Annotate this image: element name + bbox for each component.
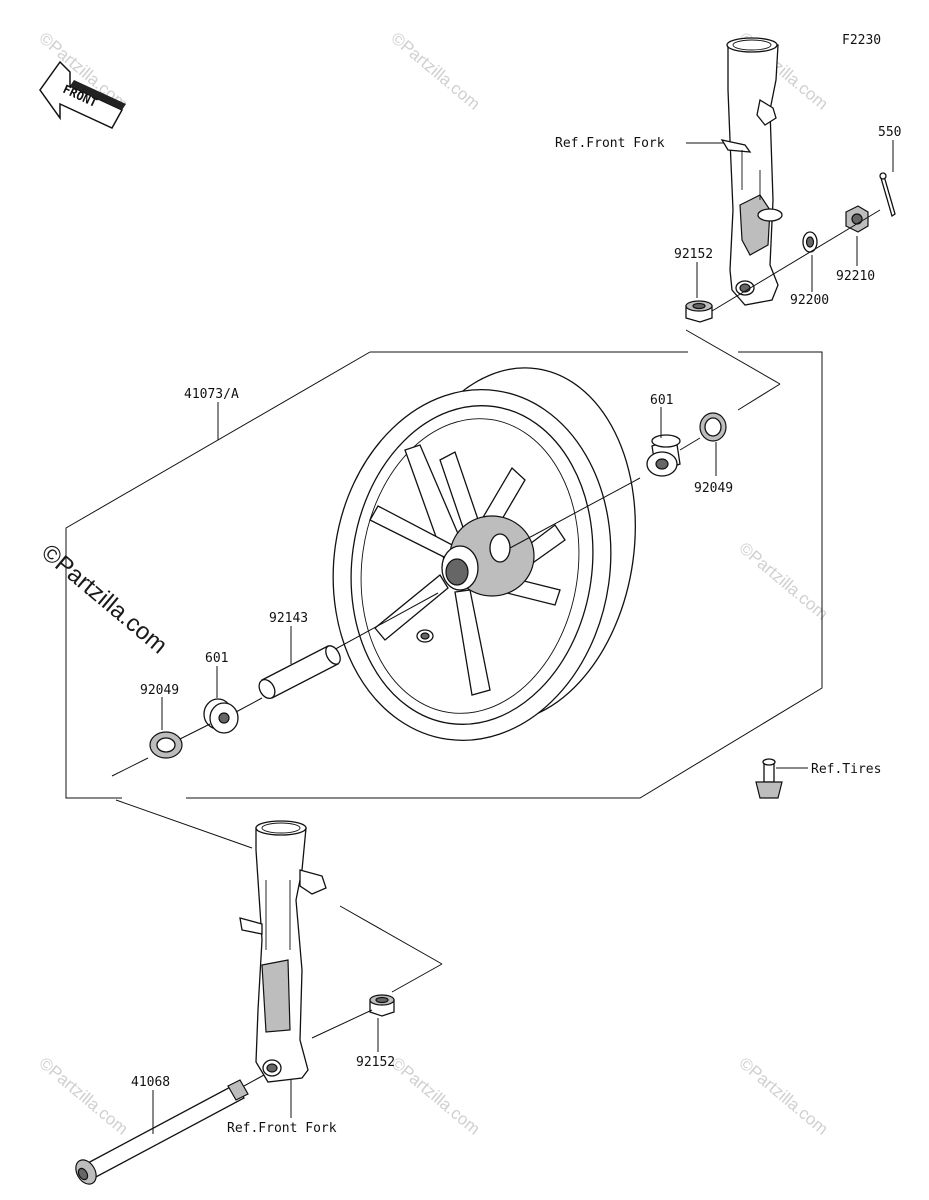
seal-92049-right: [699, 412, 727, 442]
label-92152-bottom: 92152: [356, 1055, 395, 1070]
watermark: ©Partzilla.com: [735, 1054, 831, 1139]
axle-line-right: [509, 477, 641, 549]
front-fork-right: [720, 37, 783, 306]
washer-92200: [802, 231, 818, 253]
watermark: ©Partzilla.com: [35, 1054, 131, 1139]
axle-line-seal: [679, 437, 701, 451]
leader-frame-left: [115, 799, 253, 849]
diagram-code: F2230: [842, 33, 881, 48]
leader-axle-frame: [685, 329, 781, 385]
label-92210: 92210: [836, 269, 875, 284]
label-41068: 41068: [131, 1075, 170, 1090]
watermark: ©Partzilla.com: [387, 1054, 483, 1139]
bearing-601-right: [646, 434, 681, 477]
axle-line-41068: [243, 1074, 265, 1087]
label-601-right: 601: [650, 393, 673, 408]
nut-92210: [845, 205, 869, 233]
label-ref-front-fork-top: Ref.Front Fork: [555, 136, 665, 151]
collar-92152-bottom: [369, 994, 395, 1017]
watermark: ©Partzilla.com: [387, 29, 483, 114]
leader-axle-frame2: [737, 383, 781, 411]
axle-line-left3: [111, 757, 149, 777]
label-92049-right: 92049: [694, 481, 733, 496]
label-550: 550: [878, 125, 901, 140]
label-ref-tires: Ref.Tires: [811, 762, 881, 777]
label-92143: 92143: [269, 611, 308, 626]
watermark: ©Partzilla.com: [735, 539, 831, 624]
axle-line-left: [179, 723, 211, 740]
leader-frame-bottom1: [339, 905, 443, 965]
axle-line-top: [711, 209, 881, 312]
seal-92049-left: [149, 731, 183, 759]
watermark-dark: ©Partzilla.com: [36, 539, 172, 659]
spacer-92143: [258, 645, 341, 699]
collar-92152-top: [685, 300, 713, 323]
axle-line-center: [329, 592, 439, 653]
label-92152-top: 92152: [674, 247, 713, 262]
valve-stem: [755, 758, 783, 799]
label-92049-left: 92049: [140, 683, 179, 698]
axle-line-left2: [235, 697, 263, 713]
label-92200: 92200: [790, 293, 829, 308]
cotter-pin-550: [879, 172, 896, 218]
label-41073A: 41073/A: [184, 387, 239, 402]
leader-frame-bottom2: [391, 963, 443, 993]
axle-line-bottom: [311, 1009, 373, 1039]
wheel-41073A: [332, 367, 636, 741]
front-fork-left: [239, 820, 327, 1083]
label-601-left: 601: [205, 651, 228, 666]
bearing-601-left: [203, 698, 239, 734]
axle-41068: [75, 1079, 249, 1185]
front-arrow-icon: FRONT: [39, 60, 126, 129]
label-ref-front-fork-bottom: Ref.Front Fork: [227, 1121, 337, 1136]
